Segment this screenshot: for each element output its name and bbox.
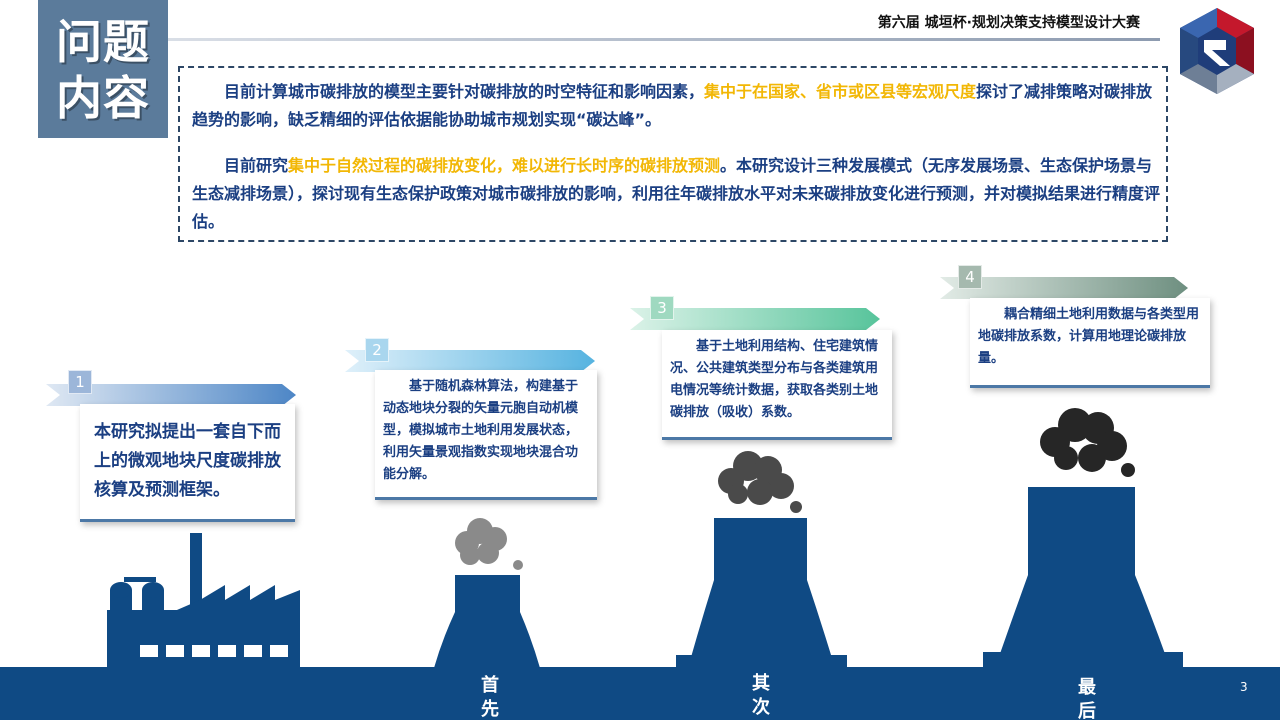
- step-3-text: 基于土地利用结构、住宅建筑情况、公共建筑类型分布与各类建筑用电情况等统计数据，获…: [670, 339, 879, 420]
- stage-label-first: 首先: [481, 675, 499, 720]
- step-4-text: 耦合精细土地利用数据与各类型用地碳排放系数，计算用地理论碳排放量。: [978, 307, 1200, 366]
- cooling-tower-2: [676, 518, 847, 668]
- intro-p1-text-a: 目前计算城市碳排放的模型主要针对碳排放的时空特征和影响因素，: [224, 82, 705, 101]
- step-4-number: 4: [958, 265, 982, 289]
- intro-paragraph-2: 目前研究集中于自然过程的碳排放变化，难以进行长时序的碳排放预测。本研究设计三种发…: [192, 152, 1162, 236]
- step-1-number: 1: [68, 370, 92, 394]
- intro-paragraph-1: 目前计算城市碳排放的模型主要针对碳排放的时空特征和影响因素，集中于在国家、省市或…: [192, 78, 1162, 134]
- intro-box: 目前计算城市碳排放的模型主要针对碳排放的时空特征和影响因素，集中于在国家、省市或…: [178, 66, 1168, 242]
- cooling-tower-1: [434, 575, 540, 668]
- header-divider: [168, 38, 1160, 41]
- step-3-tab: [630, 308, 880, 330]
- intro-p2-highlight: 集中于自然过程的碳排放变化，难以进行长时序的碳排放预测: [288, 156, 721, 175]
- step-3-number: 3: [650, 296, 674, 320]
- step-2-tab: [345, 350, 595, 372]
- step-4-tab: [940, 277, 1188, 299]
- step-2-text: 基于随机森林算法，构建基于动态地块分裂的矢量元胞自动机模型，模拟城市土地利用发展…: [383, 379, 579, 482]
- step-2-card: 基于随机森林算法，构建基于动态地块分裂的矢量元胞自动机模型，模拟城市土地利用发展…: [375, 370, 597, 500]
- cooling-tower-3: [983, 487, 1183, 668]
- smoke-cloud-2: [718, 451, 802, 513]
- stage-label-second: 其次: [752, 673, 770, 718]
- smoke-cloud-3: [1040, 408, 1135, 477]
- title-block: 问题 内容: [38, 0, 168, 138]
- page-title: 问题 内容: [38, 14, 168, 126]
- step-2-number: 2: [365, 338, 389, 362]
- step-1-card: 本研究拟提出一套自下而上的微观地块尺度碳排放核算及预测框架。: [80, 404, 295, 522]
- step-1-tab: [46, 384, 296, 406]
- intro-p1-text-b: 探讨了减排策略对碳排放趋势的影响，缺乏精细的评估依据能协助城市规划实现“碳达峰”…: [192, 82, 1153, 129]
- page-title-line2: 内容: [56, 71, 150, 125]
- step-3-card: 基于土地利用结构、住宅建筑情况、公共建筑类型分布与各类建筑用电情况等统计数据，获…: [662, 330, 892, 440]
- step-1-text: 本研究拟提出一套自下而上的微观地块尺度碳排放核算及预测框架。: [94, 422, 281, 500]
- competition-logo: [1180, 8, 1254, 94]
- intro-p2-text-a: 目前研究: [224, 156, 289, 175]
- page-title-line1: 问题: [56, 15, 150, 69]
- stage-label-last: 最后: [1078, 677, 1096, 722]
- step-4-card: 耦合精细土地利用数据与各类型用地碳排放系数，计算用地理论碳排放量。: [970, 298, 1210, 388]
- intro-p2-text-b: 。本研究设计三种发展模式（无序发展场景、生态保护场景与生态减排场景），探讨现有生…: [192, 156, 1161, 231]
- smoke-cloud-1: [455, 518, 523, 570]
- ground-band: [0, 667, 1280, 720]
- competition-label: 第六届 城垣杯·规划决策支持模型设计大赛: [877, 15, 1140, 31]
- page-number: 3: [1240, 680, 1248, 694]
- factory-icon: [107, 533, 300, 668]
- intro-p1-highlight: 集中于在国家、省市或区县等宏观尺度: [704, 82, 977, 101]
